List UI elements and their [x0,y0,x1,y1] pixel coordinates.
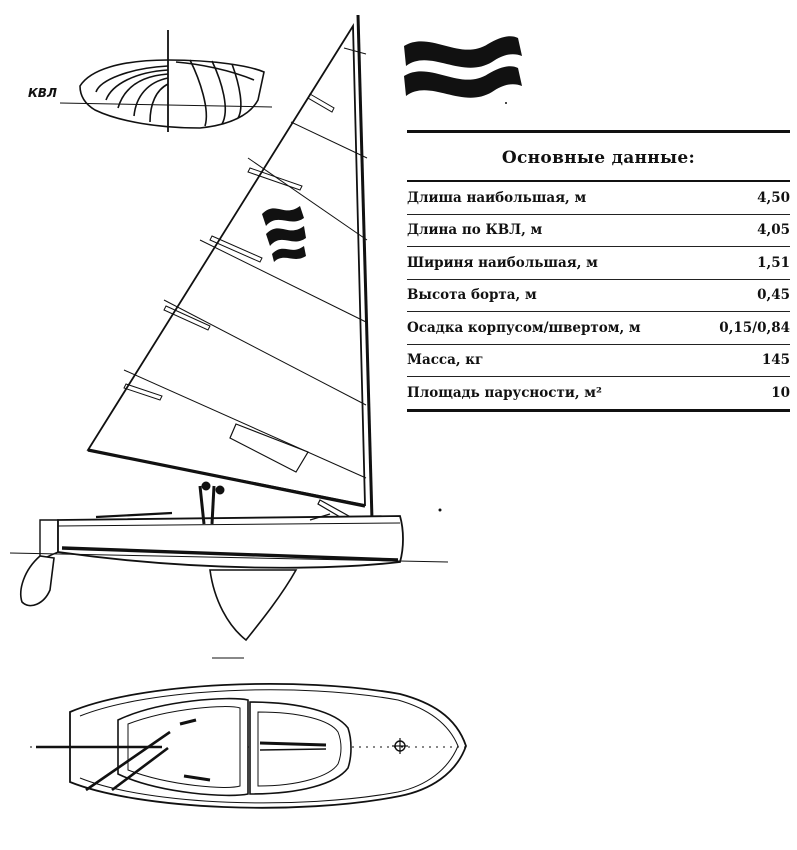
spec-label: Длина по КВЛ, м [407,222,543,239]
spec-label: Осадка корпусом/швертом, м [407,319,641,336]
spec-row: Длиша наибольшая, м 4,50 [407,182,790,215]
waterline-label: КВЛ [28,86,57,100]
spec-value: 0,15/0,84 [719,319,790,336]
spec-row: Высота борта, м 0,45 [407,280,790,312]
spec-label: Масса, кг [407,352,484,369]
spec-value: 10 [771,384,790,401]
spec-row: Осадка корпусом/швертом, м 0,15/0,84 [407,312,790,345]
hull-plan-view [30,682,470,809]
spec-row: Длина по КВЛ, м 4,05 [407,215,790,247]
specs-table: Длиша наибольшая, м 4,50 Длина по КВЛ, м… [407,182,790,412]
spec-value: 145 [761,352,790,369]
spec-row: Площадь парусности, м² 10 [407,377,790,412]
spec-label: Длиша наибольшая, м [407,189,587,206]
specs-panel: Основные данные: Длиша наибольшая, м 4,5… [407,130,790,412]
spec-value: 4,05 [757,222,790,239]
spec-label: Площадь парусности, м² [407,384,602,401]
specs-top-rule [407,130,790,133]
specs-title-rule [407,180,790,182]
hull-cross-section [59,30,273,132]
sail-insignia-icon [262,206,306,262]
spec-label: Шириня наибольшая, м [407,254,598,271]
spec-row: Масса, кг 145 [407,345,790,377]
spec-value: 1,51 [757,254,790,271]
spec-label: Высота борта, м [407,287,537,304]
wave-logo-icon [404,36,522,104]
specs-title: Основные данные: [501,148,696,168]
sail-and-mast [86,14,374,525]
spec-value: 0,45 [757,287,790,304]
hull-side-view [9,481,449,659]
spec-row: Шириня наибольшая, м 1,51 [407,247,790,280]
spec-value: 4,50 [757,189,790,206]
